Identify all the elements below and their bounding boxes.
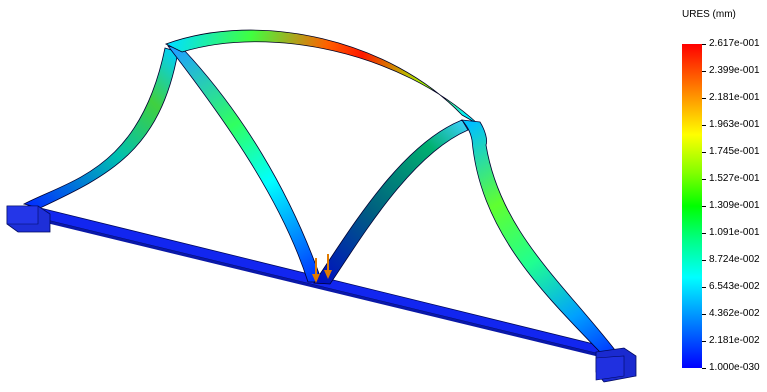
- legend-tick-label: 1.527e-001: [709, 173, 760, 184]
- legend-tick-mark: [702, 287, 706, 288]
- legend-tick-label: 6.543e-002: [709, 281, 760, 292]
- legend-tick-mark: [702, 368, 706, 369]
- arrow-down-icon: [312, 258, 320, 283]
- legend-tick-mark: [702, 206, 706, 207]
- right-support-block: [595, 347, 637, 383]
- legend-tick-label: 2.181e-002: [709, 335, 760, 346]
- legend-tick-mark: [702, 98, 706, 99]
- legend-tick-label: 2.181e-001: [709, 92, 760, 103]
- left-support-block: [6, 205, 51, 233]
- legend-tick-label: 1.963e-001: [709, 119, 760, 130]
- legend-tick-mark: [702, 125, 706, 126]
- legend-tick-mark: [702, 260, 706, 261]
- legend-tick-mark: [702, 152, 706, 153]
- legend-tick-label: 1.309e-001: [709, 200, 760, 211]
- legend-tick-mark: [702, 314, 706, 315]
- arrow-down-icon: [324, 254, 332, 279]
- legend-tick-label: 8.724e-002: [709, 254, 760, 265]
- legend-tick-label: 1.091e-001: [709, 227, 760, 238]
- legend-tick-mark: [702, 179, 706, 180]
- legend-tick-mark: [702, 341, 706, 342]
- left-outer-member: [22, 47, 179, 209]
- load-arrows: [312, 254, 332, 283]
- legend-tick-label: 2.617e-001: [709, 38, 760, 49]
- legend-tick-label: 2.399e-001: [709, 65, 760, 76]
- top-arch-member: [164, 29, 479, 125]
- legend-tick-label: 1.000e-030: [709, 362, 760, 373]
- legend-tick-label: 4.362e-002: [709, 308, 760, 319]
- legend-tick-mark: [702, 233, 706, 234]
- legend-tick-mark: [702, 44, 706, 45]
- legend-color-bar: [682, 44, 702, 368]
- legend-tick-label: 1.745e-001: [709, 146, 760, 157]
- right-inner-member: [313, 119, 469, 285]
- legend-title: URES (mm): [682, 9, 736, 20]
- legend-tick-mark: [702, 71, 706, 72]
